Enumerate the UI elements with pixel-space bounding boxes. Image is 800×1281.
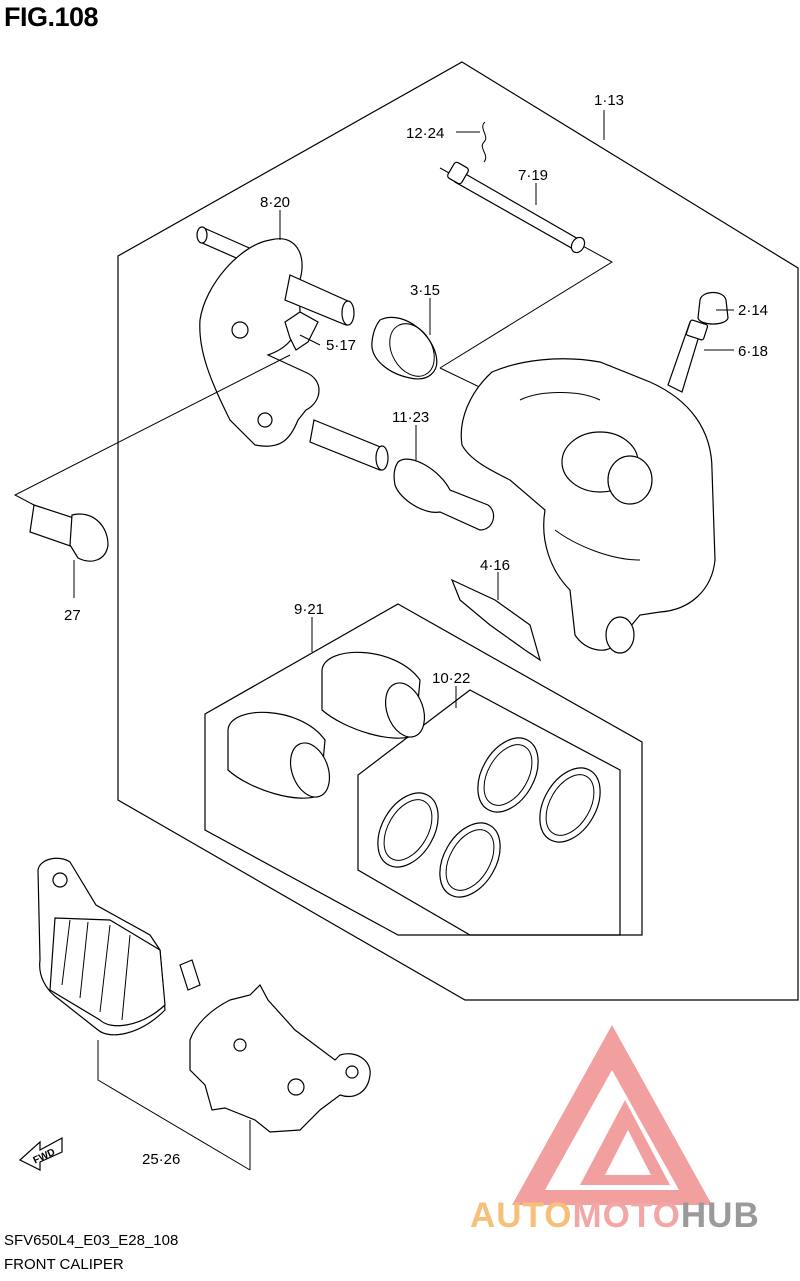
seal-ring-2 [439, 822, 501, 898]
bleeder-cap-2 [697, 291, 729, 325]
piston-9b [321, 651, 426, 739]
watermark-logo [512, 1025, 712, 1205]
bleeder-6 [667, 319, 709, 393]
leader-27-guide [13, 354, 291, 506]
callout-9: 9·21 [294, 601, 324, 618]
leader-5 [299, 334, 321, 346]
callout-10: 10·22 [432, 670, 470, 687]
caliper-assembly-boundary [117, 61, 799, 1001]
boot-3 [371, 316, 438, 380]
callout-25: 25·26 [142, 1151, 180, 1168]
brake-pad-a [37, 857, 201, 1036]
forward-arrow-icon: FWD [18, 1136, 63, 1171]
callout-12: 12·24 [406, 125, 444, 142]
callout-4: 4·16 [480, 557, 510, 574]
leader-25 [97, 1040, 251, 1171]
clip-12 [481, 121, 487, 163]
seal-box [357, 689, 621, 936]
callout-7: 7·19 [518, 167, 548, 184]
piston-9a [227, 711, 331, 799]
pad-spring-5 [284, 311, 319, 351]
inner-outline [439, 167, 613, 369]
seal-ring-4 [539, 767, 601, 843]
seal-ring-1 [377, 792, 439, 868]
callout-5: 5·17 [326, 337, 356, 354]
watermark-hub: HUB [680, 1196, 760, 1235]
brake-pad-b [189, 984, 371, 1133]
caliper-bracket-8 [196, 226, 389, 471]
callout-1: 1·13 [594, 92, 624, 109]
callout-8: 8·20 [260, 194, 290, 211]
watermark-auto: AUTO [470, 1196, 573, 1235]
figure-name: FRONT CALIPER [4, 1256, 124, 1273]
caliper-body [460, 358, 716, 654]
watermark-moto: MOTO [572, 1196, 681, 1235]
callout-2: 2·14 [738, 302, 768, 319]
slide-pin-7 [447, 161, 586, 254]
figure-title: FIG.108 [4, 2, 99, 32]
callout-11: 11·23 [392, 409, 429, 426]
watermark-text: AUTOMOTOHUB [470, 1196, 760, 1236]
callout-27: 27 [64, 607, 81, 624]
seal-ring-3 [477, 737, 539, 813]
bolt-27 [29, 504, 109, 562]
boot-11 [393, 458, 495, 531]
pad-pin-4 [450, 578, 542, 662]
callout-3: 3·15 [410, 282, 440, 299]
callout-6: 6·18 [738, 343, 768, 360]
figure-code: SFV650L4_E03_E28_108 [4, 1232, 179, 1249]
piston-box [204, 603, 643, 936]
